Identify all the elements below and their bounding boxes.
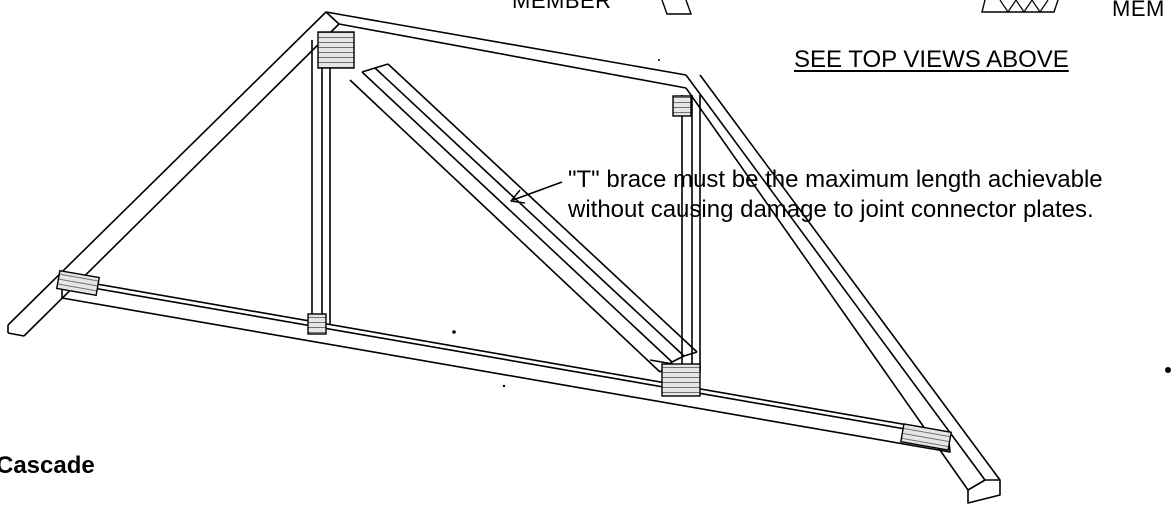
bottom-chord xyxy=(61,277,951,453)
plate-right-top xyxy=(672,95,692,117)
brace-note: "T" brace must be the maximum length ach… xyxy=(568,165,1103,225)
section-title: Cascade xyxy=(0,452,95,479)
plate-right-bottom xyxy=(661,363,701,397)
member-symbol-left xyxy=(661,0,692,15)
diagonal-web-t-brace xyxy=(349,63,698,373)
plate-right-heel xyxy=(899,423,953,451)
right-top-chord xyxy=(325,11,1001,504)
member-symbol-right xyxy=(981,0,1059,13)
plate-apex xyxy=(317,31,355,69)
brace-note-line-1: "T" brace must be the maximum length ach… xyxy=(568,166,1103,193)
member-label-left: MEMBER xyxy=(512,0,612,13)
right-vertical-web xyxy=(681,95,701,372)
plate-left-bottom xyxy=(307,313,327,335)
left-top-chord xyxy=(7,11,340,337)
left-vertical-web xyxy=(311,40,331,324)
brace-note-line-2: without causing damage to joint connecto… xyxy=(568,196,1094,223)
plate-left-heel xyxy=(55,269,101,297)
note-leader-arrow xyxy=(510,181,563,204)
member-label-right: MEM xyxy=(1112,0,1165,21)
see-top-views-label: SEE TOP VIEWS ABOVE xyxy=(794,46,1069,73)
